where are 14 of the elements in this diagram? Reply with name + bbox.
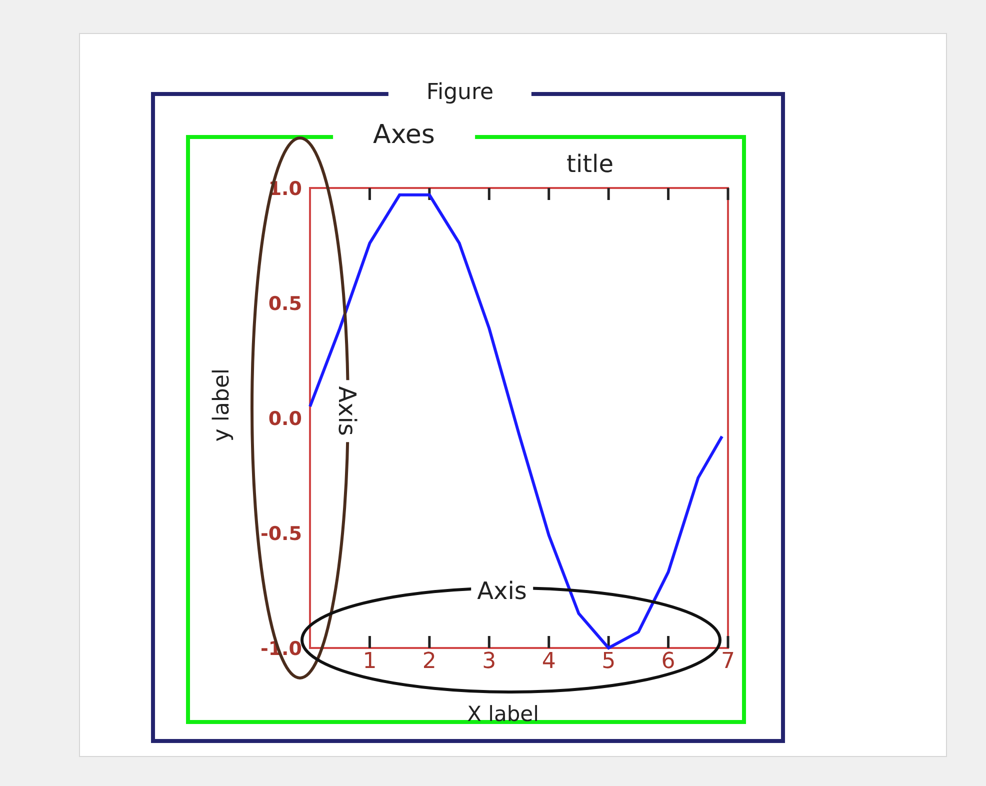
tick-label: 0.5	[268, 293, 302, 315]
node-label: Figure	[388, 80, 532, 106]
tick-label: 3	[482, 649, 496, 674]
chart-title: title	[566, 150, 614, 178]
axis-label: X label	[467, 702, 539, 726]
tick-label: 6	[661, 649, 676, 674]
axis-label: y label	[210, 368, 234, 442]
tick-label: 7	[721, 649, 735, 674]
tick-label: 4	[542, 649, 556, 674]
tick-label: 2	[422, 649, 436, 674]
tick-label: 0.0	[268, 408, 302, 430]
tick-label: 5	[602, 649, 616, 674]
tick-label: -0.5	[260, 523, 302, 545]
tick-label: 1	[362, 649, 377, 674]
